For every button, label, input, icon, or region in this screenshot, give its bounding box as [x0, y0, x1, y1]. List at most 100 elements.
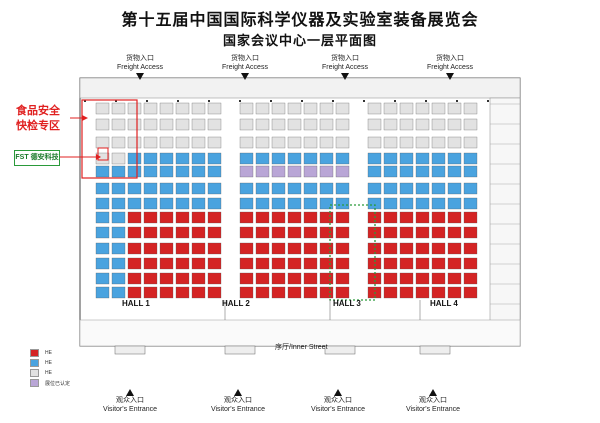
booth	[127, 118, 142, 131]
booth	[399, 226, 414, 239]
booth	[447, 152, 462, 165]
booth	[239, 272, 254, 285]
booth	[207, 226, 222, 239]
booth	[207, 257, 222, 270]
column-marker	[239, 100, 241, 102]
booth	[239, 211, 254, 224]
booth	[159, 165, 174, 178]
visitor-entrance-3-zh: 观众入口	[324, 397, 352, 404]
booth	[335, 272, 350, 285]
booth	[303, 182, 318, 195]
booth	[431, 257, 446, 270]
booth	[175, 136, 190, 149]
booth	[271, 257, 286, 270]
booth	[447, 226, 462, 239]
booth	[175, 226, 190, 239]
legend-item-grey: HE	[30, 368, 70, 378]
booth	[239, 182, 254, 195]
booth	[399, 152, 414, 165]
booth	[271, 272, 286, 285]
food-safety-line-2: 快检专区	[16, 120, 60, 132]
booth	[319, 226, 334, 239]
booth	[367, 102, 382, 115]
booth	[447, 118, 462, 131]
booth	[463, 165, 478, 178]
booth	[191, 257, 206, 270]
legend-text: HE	[45, 360, 52, 366]
booth	[95, 272, 110, 285]
booth	[367, 272, 382, 285]
booth	[335, 211, 350, 224]
booth	[271, 182, 286, 195]
booth	[127, 165, 142, 178]
booth	[191, 165, 206, 178]
booth	[255, 197, 270, 210]
booth	[415, 257, 430, 270]
booth	[95, 102, 110, 115]
booth	[111, 118, 126, 131]
booth	[319, 152, 334, 165]
freight-access-1-en: Freight Access	[117, 64, 163, 71]
booth	[255, 242, 270, 255]
booth	[127, 152, 142, 165]
booth	[255, 152, 270, 165]
booth	[383, 152, 398, 165]
booth	[143, 286, 158, 299]
booth	[95, 211, 110, 224]
booth	[335, 136, 350, 149]
booth	[367, 182, 382, 195]
booth	[319, 182, 334, 195]
booth	[239, 152, 254, 165]
booth	[207, 272, 222, 285]
booth	[335, 165, 350, 178]
booth	[415, 152, 430, 165]
booth	[127, 136, 142, 149]
booth	[127, 286, 142, 299]
booth	[143, 152, 158, 165]
visitor-entrance-4: 观众入口 Visitor's Entrance	[388, 388, 478, 414]
booth	[383, 257, 398, 270]
booth	[95, 242, 110, 255]
freight-access-1: 货物入口 Freight Access	[95, 54, 185, 80]
booth	[447, 136, 462, 149]
column-marker	[332, 100, 334, 102]
booth	[239, 136, 254, 149]
booth	[463, 182, 478, 195]
visitor-entrance-3: 观众入口 Visitor's Entrance	[293, 388, 383, 414]
booth	[415, 226, 430, 239]
freight-access-4-zh: 货物入口	[436, 55, 464, 62]
booth	[447, 242, 462, 255]
booth	[127, 102, 142, 115]
booth	[175, 211, 190, 224]
booth	[207, 182, 222, 195]
booth	[383, 197, 398, 210]
hall-3-highlight	[329, 204, 376, 301]
booth	[431, 286, 446, 299]
booth	[287, 242, 302, 255]
column-marker	[425, 100, 427, 102]
visitor-entrance-4-zh: 观众入口	[419, 397, 447, 404]
freight-access-2-en: Freight Access	[222, 64, 268, 71]
booth	[447, 182, 462, 195]
booth	[127, 272, 142, 285]
booth	[303, 118, 318, 131]
column-marker	[208, 100, 210, 102]
booth	[191, 211, 206, 224]
booth	[111, 136, 126, 149]
booth	[463, 197, 478, 210]
column-marker	[456, 100, 458, 102]
booth	[255, 211, 270, 224]
booth	[383, 226, 398, 239]
column-marker	[270, 100, 272, 102]
booth	[95, 165, 110, 178]
booth	[159, 211, 174, 224]
booth	[287, 286, 302, 299]
booth	[239, 226, 254, 239]
booth	[447, 257, 462, 270]
booth	[175, 102, 190, 115]
booth	[303, 226, 318, 239]
booth	[143, 118, 158, 131]
booth	[335, 226, 350, 239]
booth	[383, 286, 398, 299]
booth	[447, 165, 462, 178]
